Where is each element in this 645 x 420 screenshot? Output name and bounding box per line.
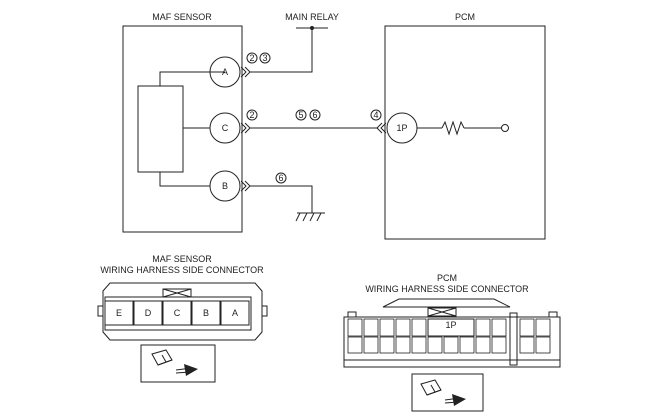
callout-c-line-right: 4	[370, 109, 382, 121]
svg-text:2: 2	[249, 110, 254, 120]
main-relay-label: MAIN RELAY	[285, 12, 339, 22]
pcm-connector-cavity	[411, 336, 427, 354]
maf-pin-a: A	[209, 56, 241, 88]
pcm-pin-1p: 1P	[386, 112, 418, 144]
svg-text:6: 6	[312, 110, 317, 120]
pcm-connector-pin-1p-label: 1P	[445, 320, 456, 330]
pcm-connector-cavity	[395, 336, 411, 354]
maf-sensing-element	[137, 85, 184, 173]
pcm-connector-cavity	[519, 318, 535, 337]
pcm-connector-cavity	[459, 336, 475, 354]
pcm-connector-cavity	[535, 318, 551, 337]
maf-connector-title-2: WIRING HARNESS SIDE CONNECTOR	[100, 265, 264, 275]
maf-connector-pin-a: A	[220, 300, 250, 326]
resistor-icon	[441, 120, 465, 136]
maf-sensor-title: MAF SENSOR	[152, 12, 212, 22]
maf-connector-title-1: MAF SENSOR	[152, 254, 212, 264]
pcm-connector-title-2: WIRING HARNESS SIDE CONNECTOR	[365, 284, 529, 294]
maf-connector-pin-c: C	[162, 300, 192, 326]
svg-text:E: E	[116, 308, 122, 318]
pcm-connector-chevron	[376, 122, 387, 134]
maf-internal-wire-b	[159, 172, 210, 187]
svg-text:5: 5	[298, 110, 303, 120]
wire-a-to-main-relay	[250, 28, 313, 73]
svg-text:A: A	[232, 308, 238, 318]
pcm-connector-cavity	[491, 336, 507, 354]
pcm-connector-cavity	[475, 318, 491, 337]
pcm-connector-cavity	[395, 318, 411, 337]
maf-pin-c-label: C	[222, 123, 229, 133]
pcm-pin-1p-label: 1P	[396, 123, 407, 133]
pcm-connector-title-1: PCM	[437, 273, 457, 283]
pcm-connector-cavity	[427, 336, 443, 354]
maf-connector-pin-b: B	[191, 300, 221, 326]
pcm-connector-cavity	[475, 336, 491, 354]
svg-text:6: 6	[278, 173, 283, 183]
wire-b-to-ground	[250, 185, 313, 213]
svg-text:C: C	[174, 308, 181, 318]
pcm-terminal-icon	[501, 124, 509, 132]
ground-icon	[295, 212, 325, 222]
pcm-connector-cavity	[363, 336, 379, 354]
pcm-connector-view-icon	[411, 373, 484, 412]
callout-a-line: 2 3	[246, 52, 271, 64]
svg-text:2: 2	[249, 53, 254, 63]
maf-pin-c: C	[209, 112, 241, 144]
pcm-connector-cavity	[411, 318, 427, 337]
maf-pin-b: B	[209, 170, 241, 202]
pcm-connector-cavity-1p	[427, 318, 475, 337]
pcm-connector-cavity	[379, 318, 395, 337]
pcm-connector-cavity	[519, 336, 535, 354]
svg-text:3: 3	[262, 53, 267, 63]
callout-c-line-mid: 5 6	[295, 109, 321, 121]
callout-c-line-left: 2	[246, 109, 258, 121]
svg-text:B: B	[203, 308, 209, 318]
pcm-connector-shape	[343, 298, 561, 368]
svg-text:4: 4	[373, 110, 378, 120]
pcm-connector-cavity	[535, 336, 551, 354]
pcm-title: PCM	[455, 12, 475, 22]
pcm-connector-cavity	[347, 336, 363, 354]
pcm-connector-cavity	[363, 318, 379, 337]
maf-connector-pin-e: E	[104, 300, 134, 326]
maf-pin-a-label: A	[222, 67, 228, 77]
pcm-connector-cavity	[379, 336, 395, 354]
maf-connector-view-icon	[140, 344, 216, 383]
maf-pin-b-label: B	[222, 181, 228, 191]
maf-internal-wire-a	[159, 71, 225, 86]
maf-connector-pin-d: D	[133, 300, 163, 326]
pcm-connector-pin-grid	[347, 318, 551, 354]
pcm-box	[384, 25, 546, 240]
pcm-connector-cavity	[347, 318, 363, 337]
maf-sensor-box	[122, 25, 243, 233]
callout-b-line: 6	[275, 172, 287, 184]
maf-connector-shape	[97, 282, 268, 341]
pcm-connector-cavity	[491, 318, 507, 337]
svg-text:D: D	[145, 308, 152, 318]
pcm-connector-cavity	[443, 336, 459, 354]
